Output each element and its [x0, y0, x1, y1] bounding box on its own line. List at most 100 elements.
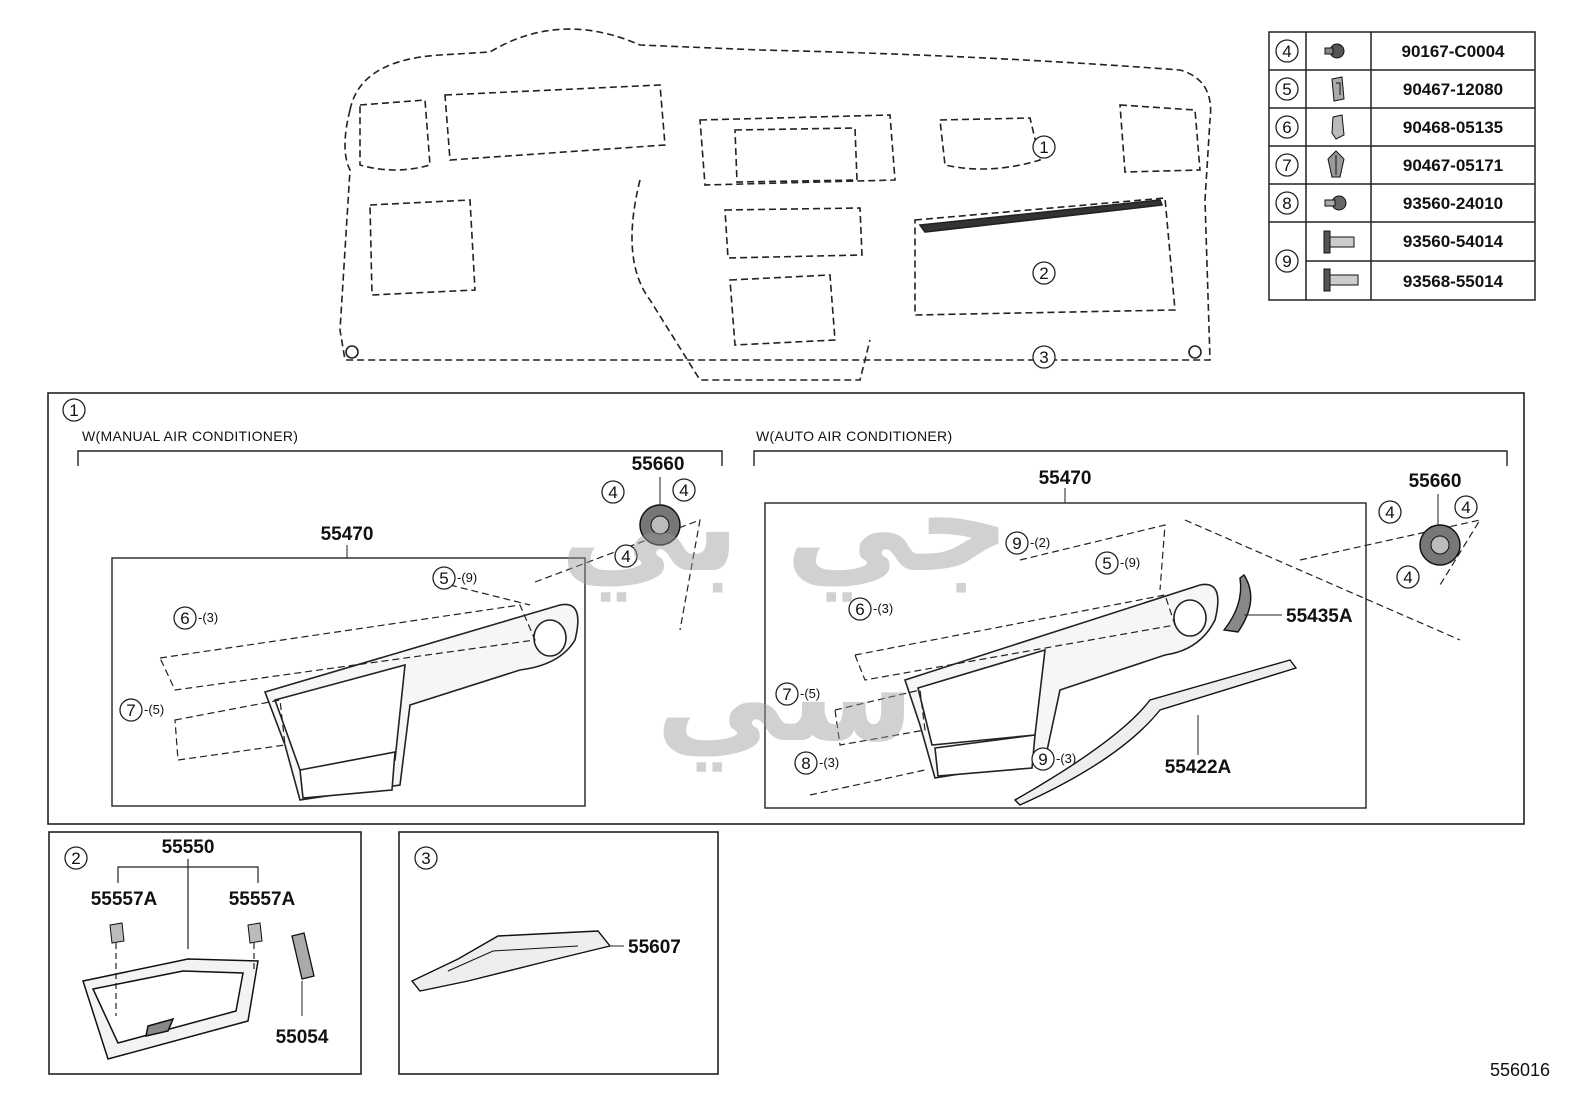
legend-row-4: 4 90167-C0004	[1275, 39, 1505, 63]
auto-vent-part-number: 55660	[1409, 471, 1462, 492]
overview-callout-3: 3	[1032, 345, 1056, 369]
svg-text:93560-54014: 93560-54014	[1403, 232, 1504, 251]
svg-text:93568-55014: 93568-55014	[1403, 272, 1504, 291]
clip-icon	[1331, 76, 1345, 102]
manual-ac-caption: W(MANUAL AIR CONDITIONER)	[82, 428, 298, 444]
svg-text:2: 2	[1039, 264, 1048, 283]
svg-text:90167-C0004: 90167-C0004	[1401, 42, 1505, 61]
svg-text:-(9): -(9)	[1120, 555, 1140, 570]
svg-text:-(3): -(3)	[819, 755, 839, 770]
overview-callout-2: 2	[1032, 261, 1056, 285]
svg-text:9: 9	[1038, 750, 1047, 769]
damper-part-number: 55054	[276, 1027, 329, 1048]
svg-text:8: 8	[1282, 194, 1291, 213]
manual-ref-4c: 4	[614, 544, 638, 568]
svg-text:4: 4	[679, 481, 688, 500]
svg-text:4: 4	[1385, 503, 1394, 522]
manual-vent-part-number: 55660	[632, 454, 685, 475]
meter-hood-outline	[444, 84, 666, 161]
glove-box-area-outline	[914, 197, 1176, 316]
auto-ref-5: 5 -(9)	[1095, 551, 1140, 575]
auto-trim-55435a	[1222, 573, 1252, 633]
manual-panel-part-number: 55470	[321, 524, 374, 545]
auto-ref-9b: 9 -(3)	[1031, 747, 1076, 771]
auto-trim-part-number: 55435A	[1286, 606, 1353, 627]
screw-icon	[1324, 195, 1347, 211]
auto-ref-4c: 4	[1396, 565, 1420, 589]
svg-text:4: 4	[1461, 498, 1470, 517]
svg-text:7: 7	[126, 701, 135, 720]
left-vent-outline	[359, 99, 431, 171]
svg-text:-(3): -(3)	[1056, 751, 1076, 766]
stopper-right-part-number: 55557A	[229, 889, 296, 910]
svg-text:6: 6	[1282, 118, 1291, 137]
auto-ref-6: 6 -(3)	[848, 597, 893, 621]
watermark-logo: جي بي سي	[559, 449, 1011, 771]
legend-row-7: 7 90467-05171	[1275, 150, 1503, 178]
manual-vent-register	[639, 504, 681, 546]
auto-ref-4b: 4	[1454, 495, 1478, 519]
svg-text:-(5): -(5)	[800, 686, 820, 701]
console-outline	[729, 274, 836, 346]
manual-ref-7: 7 -(5)	[119, 698, 164, 722]
legend-row-9: 9 93560-54014 93568-55014	[1275, 230, 1504, 292]
svg-text:90467-05171: 90467-05171	[1403, 156, 1503, 175]
auto-ref-8: 8 -(3)	[794, 751, 839, 775]
svg-text:-(5): -(5)	[144, 702, 164, 717]
svg-text:6: 6	[180, 609, 189, 628]
diagram-id: 556016	[1490, 1060, 1551, 1080]
auto-ref-7: 7 -(5)	[775, 682, 820, 706]
svg-text:90468-05135: 90468-05135	[1403, 118, 1503, 137]
legend-row-6: 6 90468-05135	[1275, 114, 1503, 140]
display-outline	[734, 127, 858, 183]
right-vent-outline	[939, 117, 1041, 170]
auto-instrument-panel-sub	[903, 583, 1219, 779]
center-stack-outline	[699, 114, 896, 186]
svg-text:3: 3	[1039, 348, 1048, 367]
reinforcement-part-number: 55607	[628, 937, 681, 958]
reinforcement-55607	[410, 930, 612, 992]
svg-text:93560-24010: 93560-24010	[1403, 194, 1503, 213]
bolt-icon	[1324, 43, 1345, 59]
svg-text:5: 5	[1102, 554, 1111, 573]
clip-icon	[1331, 114, 1345, 140]
svg-text:4: 4	[621, 547, 630, 566]
legend-row-5: 5 90467-12080	[1275, 76, 1503, 102]
auto-molding-55422a	[1013, 659, 1298, 806]
svg-text:2: 2	[71, 849, 80, 868]
auto-ac-caption: W(AUTO AIR CONDITIONER)	[756, 428, 952, 444]
svg-text:9: 9	[1012, 534, 1021, 553]
fastener-legend-table: 4 90167-C0004 5 90467-12080 6 90468-0513…	[1268, 31, 1536, 301]
clip-icon	[1327, 150, 1345, 178]
lower-center-outline	[631, 179, 871, 381]
glove-box-part-number: 55550	[162, 837, 215, 858]
far-right-vent-outline	[1119, 104, 1201, 173]
svg-text:90467-12080: 90467-12080	[1403, 80, 1503, 99]
manual-ref-4b: 4	[672, 478, 696, 502]
auto-vent-register	[1419, 524, 1461, 566]
dashboard-top-outline	[349, 28, 1212, 121]
svg-text:4: 4	[1282, 42, 1291, 61]
auto-panel-part-number: 55470	[1039, 468, 1092, 489]
svg-text:5: 5	[439, 569, 448, 588]
screw-icon	[1323, 268, 1359, 292]
section-2-number: 2	[64, 846, 88, 870]
screw-icon	[1323, 230, 1355, 254]
svg-text:1: 1	[69, 401, 78, 420]
svg-text:-(2): -(2)	[1030, 535, 1050, 550]
section-2-glove-box: 2 55550 55557A 55557A 55054	[48, 831, 362, 1075]
manual-ref-5: 5 -(9)	[432, 566, 477, 590]
legend-row-8: 8 93560-24010	[1275, 191, 1503, 215]
svg-text:1: 1	[1039, 138, 1048, 157]
dashboard-front-outline	[339, 109, 1211, 361]
overview-callout-1: 1	[1032, 135, 1056, 159]
svg-text:-(9): -(9)	[457, 570, 477, 585]
auto-molding-part-number: 55422A	[1165, 757, 1232, 778]
svg-text:7: 7	[1282, 156, 1291, 175]
svg-text:5: 5	[1282, 80, 1291, 99]
svg-text:3: 3	[421, 849, 430, 868]
svg-text:-(3): -(3)	[873, 601, 893, 616]
damper-55054	[291, 932, 315, 980]
svg-text:4: 4	[608, 483, 617, 502]
